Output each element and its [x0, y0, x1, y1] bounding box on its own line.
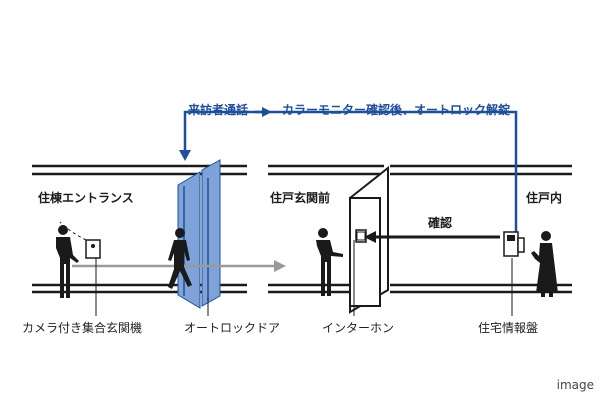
zone-inside-label: 住戸内 [526, 191, 563, 205]
camera-panel-label: カメラ付き集合玄関機 [22, 321, 143, 335]
info-board-device [503, 231, 525, 257]
zone-entrance-label: 住棟エントランス [38, 191, 134, 205]
flow-arrow-head [179, 150, 191, 161]
camera-panel-device [85, 239, 101, 316]
flow-arrow-path [183, 110, 518, 232]
unit-door-shape [349, 165, 389, 314]
autolock-door-label: オートロックドア [184, 321, 281, 335]
confirm-label: 確認 [428, 216, 453, 230]
info-board-label: 住宅情報盤 [478, 321, 539, 335]
image-watermark: image [556, 378, 594, 392]
flow-call-label: 来訪者通話 [188, 103, 249, 117]
flow-unlock-label: カラーモニター確認後、オートロック解錠 [282, 103, 511, 117]
camera-view-dashed [59, 221, 87, 241]
walking-person-icon [168, 228, 192, 289]
resident-person-icon [531, 231, 558, 297]
leader-lines [207, 240, 513, 316]
front-visitor-person-icon [316, 228, 343, 296]
zone-front-label: 住戸玄関前 [270, 191, 331, 205]
confirm-arrow [364, 231, 500, 243]
flow-arrow-mid [262, 107, 272, 117]
visitor-person-icon [56, 225, 79, 298]
intercom-label: インターホン [322, 321, 395, 335]
unit-building-lines [268, 164, 572, 294]
